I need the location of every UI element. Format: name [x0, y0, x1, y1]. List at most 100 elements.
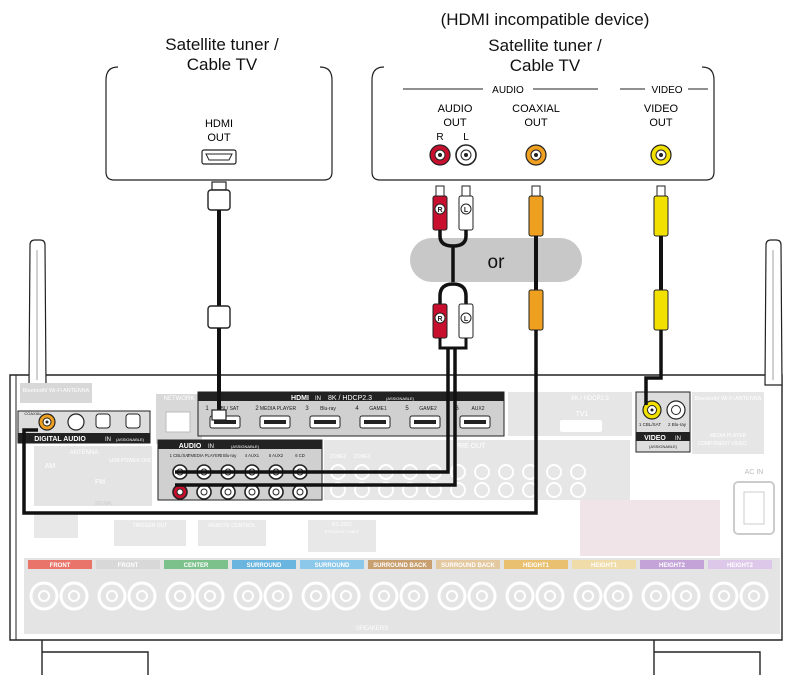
hdmi-assignable-label: (ASSIGNABLE) [386, 396, 415, 401]
speaker-channel-name: HEIGHT1 [523, 563, 550, 569]
speaker-channel-name: HEIGHT2 [727, 563, 754, 569]
speakers-label: SPEAKERS [356, 626, 388, 632]
digital-audio-label: DIGITAL AUDIO [34, 436, 86, 443]
speaker-channel-name: FRONT [50, 563, 71, 569]
speaker-channel-name: SURROUND BACK [373, 563, 427, 569]
speaker-channel-name: HEIGHT1 [591, 563, 618, 569]
bluetooth-label-right: Bluetooth/ Wi-Fi ANTENNA [695, 396, 762, 402]
channel-l-label: L [463, 132, 469, 143]
speaker-channel-name: CENTER [184, 563, 209, 569]
hdmi-out-spec: 8K / HDCP2.3 [571, 396, 609, 402]
video-in-2-jack-icon [667, 401, 685, 419]
hdmi-input-port-slot [414, 420, 436, 424]
video-out-label-2: OUT [649, 117, 673, 129]
remote-control-label: REMOTE CONTROL [208, 523, 255, 529]
audio-input-jack-center [225, 489, 231, 495]
hdmi-out-label-1: HDMI [205, 118, 233, 130]
optical-1-port-icon [96, 414, 110, 428]
coaxial-out-jack-icon [526, 145, 546, 165]
bluetooth-label-left: Bluetooth/ Wi-Fi ANTENNA [23, 388, 90, 394]
svg-text:L: L [464, 207, 469, 214]
hdmi-input-name: MEDIA PLAYER [260, 406, 297, 412]
hdmi-header: HDMI [291, 395, 309, 402]
video-in-sub: IN [675, 436, 681, 442]
hdmi-out-port-icon [202, 150, 236, 164]
coaxial-out-label-1: COAXIAL [512, 103, 560, 115]
audio-input-label: 5 AUX2 [269, 453, 284, 458]
media-player-label: MEDIA PLAYER [710, 433, 747, 439]
audio-input-jack-center [273, 489, 279, 495]
audio-out-label-2: OUT [443, 117, 467, 129]
usb-label: USB POWER ONLY [109, 458, 155, 464]
optical-2-port-icon [126, 414, 140, 428]
hdmi-out-tv: TV1 [576, 411, 589, 418]
audio-input-label: 3 Blu-ray [220, 453, 238, 458]
svg-text:R: R [437, 207, 442, 214]
audio-input-label: 2 MEDIA PLAYER [187, 453, 221, 458]
speaker-channel-name: SURROUND [315, 563, 350, 569]
component-video-label: COMPONENT VIDEO [697, 441, 746, 447]
audio-input-label: 6 CD [295, 453, 305, 458]
video-in-label: VIDEO [644, 435, 666, 442]
digital-audio-in: IN [105, 437, 111, 443]
straight-cable-label: STRAIGHT CABLE [325, 529, 360, 534]
hdmi-spec-label: 8K / HDCP2.3 [328, 395, 372, 402]
hdmi-input-port-slot [364, 420, 386, 424]
audio-out-label-1: AUDIO [438, 103, 473, 115]
hdmi-in-label: IN [315, 396, 321, 402]
hdmi-input-port-slot [464, 420, 486, 424]
rs232c-label: RS-232C [332, 522, 353, 528]
video-cable [646, 186, 668, 405]
speaker-channel-name: HEIGHT2 [659, 563, 686, 569]
svg-text:L: L [464, 316, 469, 323]
coaxial-out-label-2: OUT [524, 117, 548, 129]
antenna-label: ANTENNA [70, 450, 99, 456]
speaker-channel-name: SURROUND BACK [441, 563, 495, 569]
hdmi-input-name: GAME1 [369, 406, 387, 412]
audio-out-r-jack-icon [430, 145, 450, 165]
hdmi-input-port-slot [314, 420, 336, 424]
coaxial-in-2-jack-icon [68, 414, 84, 430]
audio-in-assignable: (ASSIGNABLE) [231, 444, 260, 449]
video-out-jack-icon [651, 145, 671, 165]
speaker-channel-name: FRONT [118, 563, 139, 569]
channel-r-label: R [436, 132, 443, 143]
speaker-channel-name: SURROUND [247, 563, 282, 569]
audio-input-jack-center [201, 489, 207, 495]
or-label: or [488, 252, 506, 273]
audio-input-label: 4 AUX1 [245, 453, 260, 458]
video-in-2-label: 2 Blu-ray [668, 422, 687, 427]
am-label: AM [45, 463, 56, 470]
digital-audio-assignable: (ASSIGNABLE) [116, 437, 145, 442]
right-wifi-antenna-icon [765, 240, 782, 385]
fm-label: FM [95, 479, 105, 486]
hdmi-input-port-slot [214, 420, 236, 424]
coaxial-small-label: COAXIAL [24, 411, 42, 416]
pre-out-label: PRE OUT [454, 443, 486, 450]
coaxial-in-jack-icon [39, 414, 55, 430]
ac-in-label: AC IN [745, 469, 764, 476]
video-out-label-1: VIDEO [644, 103, 679, 115]
video-group-label: VIDEO [651, 85, 682, 96]
hdmi-input-name: Blu-ray [320, 406, 336, 412]
network-label: NETWORK [164, 396, 195, 402]
audio-input-jack-center [177, 489, 183, 495]
trigger-out-label: TRIGGER OUT [133, 523, 168, 529]
hdmi-input-name: GAME2 [419, 406, 437, 412]
audio-input-jack-center [297, 489, 303, 495]
audio-group-label: AUDIO [492, 85, 524, 96]
audio-in-header: AUDIO [179, 443, 202, 450]
svg-text:R: R [437, 316, 442, 323]
zone2-label: ZONE2 [330, 454, 347, 460]
video-in-assignable: (ASSIGNABLE) [649, 444, 678, 449]
audio-input-jack-center [249, 489, 255, 495]
hdmi-input-port-slot [264, 420, 286, 424]
signal-label: SIGNAL [95, 501, 114, 507]
hdmi-out-label-2: OUT [207, 132, 231, 144]
audio-out-l-jack-icon [456, 145, 476, 165]
zone3-label: ZONE3 [354, 454, 371, 460]
video-in-1-label: 1 CBL/SAT [639, 422, 661, 427]
hdmi-input-name: AUX2 [471, 406, 484, 412]
audio-in-label: IN [208, 444, 214, 450]
